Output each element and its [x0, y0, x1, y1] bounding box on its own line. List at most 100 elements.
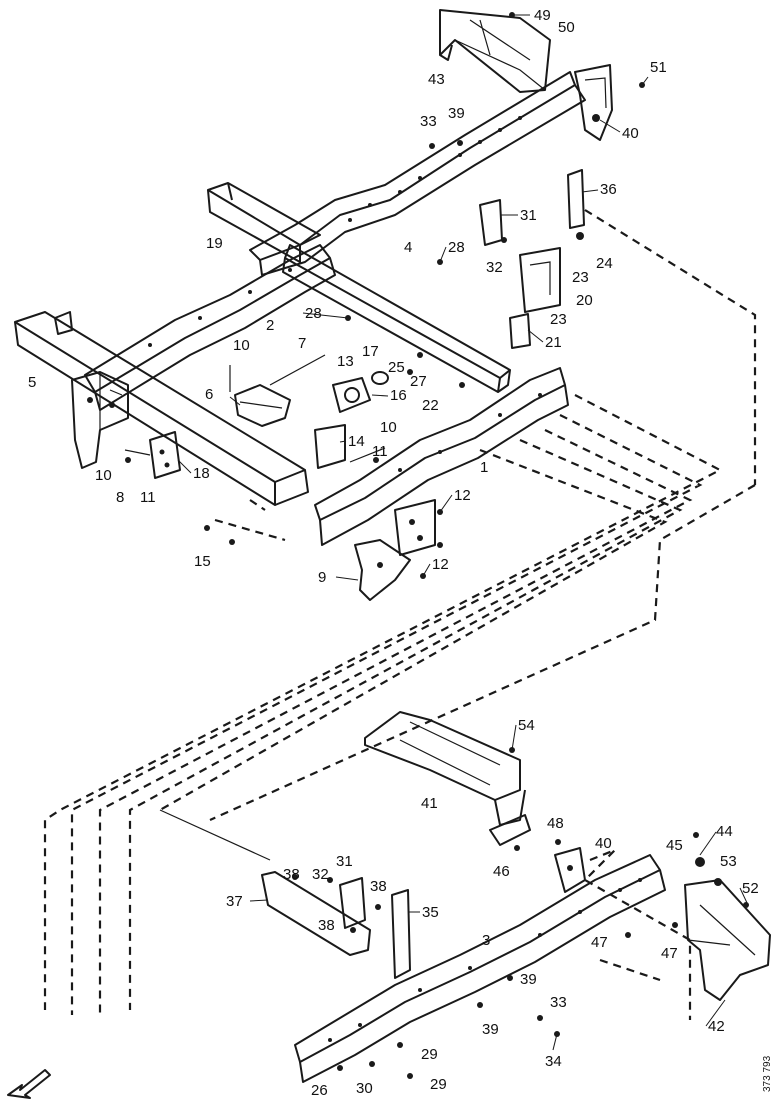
callout-10: 10 — [380, 419, 397, 436]
callout-44: 44 — [716, 823, 733, 840]
callout-14: 14 — [348, 433, 365, 450]
front-bracket-plate — [71, 371, 129, 469]
callout-17: 17 — [362, 343, 379, 360]
callout-50: 50 — [558, 19, 575, 36]
callout-26: 26 — [311, 1082, 328, 1099]
callout-11: 11 — [140, 489, 156, 506]
callout-46: 46 — [493, 863, 510, 880]
callout-40: 40 — [622, 125, 639, 142]
callout-28: 28 — [305, 305, 322, 322]
bracket-42 — [684, 879, 771, 1001]
bracket-36 — [567, 169, 585, 229]
crossmember-41 — [364, 711, 531, 846]
callout-28: 28 — [448, 239, 465, 256]
callout-16: 16 — [390, 387, 407, 404]
leader-lines — [177, 14, 749, 1051]
callout-6: 6 — [205, 386, 213, 403]
callout-36: 36 — [600, 181, 617, 198]
crossmember-19 — [207, 182, 321, 263]
callout-10: 10 — [95, 467, 112, 484]
bracket-37 — [261, 871, 371, 956]
bracket-40-top — [574, 64, 613, 141]
bracket-21 — [509, 313, 531, 349]
callout-38: 38 — [283, 866, 300, 883]
bracket-31-top — [479, 199, 503, 246]
callout-39: 39 — [520, 971, 537, 988]
callout-9: 9 — [318, 569, 326, 586]
plate-18 — [149, 431, 181, 479]
dashed-assembly-lines — [43, 209, 757, 1020]
callout-32: 32 — [312, 866, 329, 883]
callout-33: 33 — [420, 113, 437, 130]
callout-39: 39 — [448, 105, 465, 122]
callout-38: 38 — [370, 878, 387, 895]
callout-1: 1 — [480, 459, 488, 476]
callout-54: 54 — [518, 717, 535, 734]
bracket-31-bottom — [339, 877, 366, 929]
callout-37: 37 — [226, 893, 243, 910]
direction-arrow — [7, 1069, 51, 1099]
callout-2: 2 — [266, 317, 274, 334]
callout-31: 31 — [336, 853, 353, 870]
callout-43: 43 — [428, 71, 445, 88]
callout-12: 12 — [432, 556, 449, 573]
callout-18: 18 — [193, 465, 210, 482]
callout-labels: 49 50 51 43 40 33 39 36 31 19 4 28 32 23… — [28, 7, 759, 1099]
callout-45: 45 — [666, 837, 683, 854]
callout-3: 3 — [482, 932, 490, 949]
callout-35: 35 — [422, 904, 439, 921]
callout-47: 47 — [591, 934, 608, 951]
callout-49: 49 — [534, 7, 551, 24]
callout-21: 21 — [545, 334, 562, 351]
callout-13: 13 — [337, 353, 354, 370]
front-crossmember-5 — [14, 311, 309, 506]
callout-34: 34 — [545, 1053, 562, 1070]
plate-12 — [394, 499, 436, 556]
mount-14 — [314, 371, 389, 469]
callout-33: 33 — [550, 994, 567, 1011]
callout-12: 12 — [454, 487, 471, 504]
callout-41: 41 — [421, 795, 438, 812]
bracket-20 — [519, 247, 561, 313]
callout-39: 39 — [482, 1021, 499, 1038]
side-member-3 — [294, 854, 666, 1083]
callout-42: 42 — [708, 1018, 725, 1035]
callout-19: 19 — [206, 235, 223, 252]
callout-23: 23 — [572, 269, 589, 286]
callout-38: 38 — [318, 917, 335, 934]
bracket-9 — [354, 539, 411, 601]
callout-27: 27 — [410, 373, 427, 390]
bracket-40-bottom — [554, 847, 586, 893]
callout-10: 10 — [233, 337, 250, 354]
callout-25: 25 — [388, 359, 405, 376]
callout-15: 15 — [194, 553, 211, 570]
callout-51: 51 — [650, 59, 667, 76]
rear-bracket-43 — [439, 9, 551, 93]
side-member-1 — [314, 367, 569, 546]
callout-24: 24 — [596, 255, 613, 272]
mount-6 — [234, 384, 291, 427]
callout-20: 20 — [576, 292, 593, 309]
bracket-35 — [391, 889, 411, 979]
callout-22: 22 — [422, 397, 439, 414]
callout-47: 47 — [661, 945, 678, 962]
callout-29: 29 — [421, 1046, 438, 1063]
callout-29: 29 — [430, 1076, 447, 1093]
callout-48: 48 — [547, 815, 564, 832]
callout-7: 7 — [298, 335, 306, 352]
callout-4: 4 — [404, 239, 412, 256]
callout-30: 30 — [356, 1080, 373, 1097]
callout-40: 40 — [595, 835, 612, 852]
callout-31: 31 — [520, 207, 537, 224]
callout-11: 11 — [372, 443, 388, 460]
bolts — [124, 354, 386, 463]
middle-tube — [282, 244, 511, 393]
callout-32: 32 — [486, 259, 503, 276]
callout-8: 8 — [116, 489, 124, 506]
callout-23: 23 — [550, 311, 567, 328]
reference-code: 373 793 — [762, 1055, 773, 1092]
callout-52: 52 — [742, 880, 759, 897]
callout-53: 53 — [720, 853, 737, 870]
